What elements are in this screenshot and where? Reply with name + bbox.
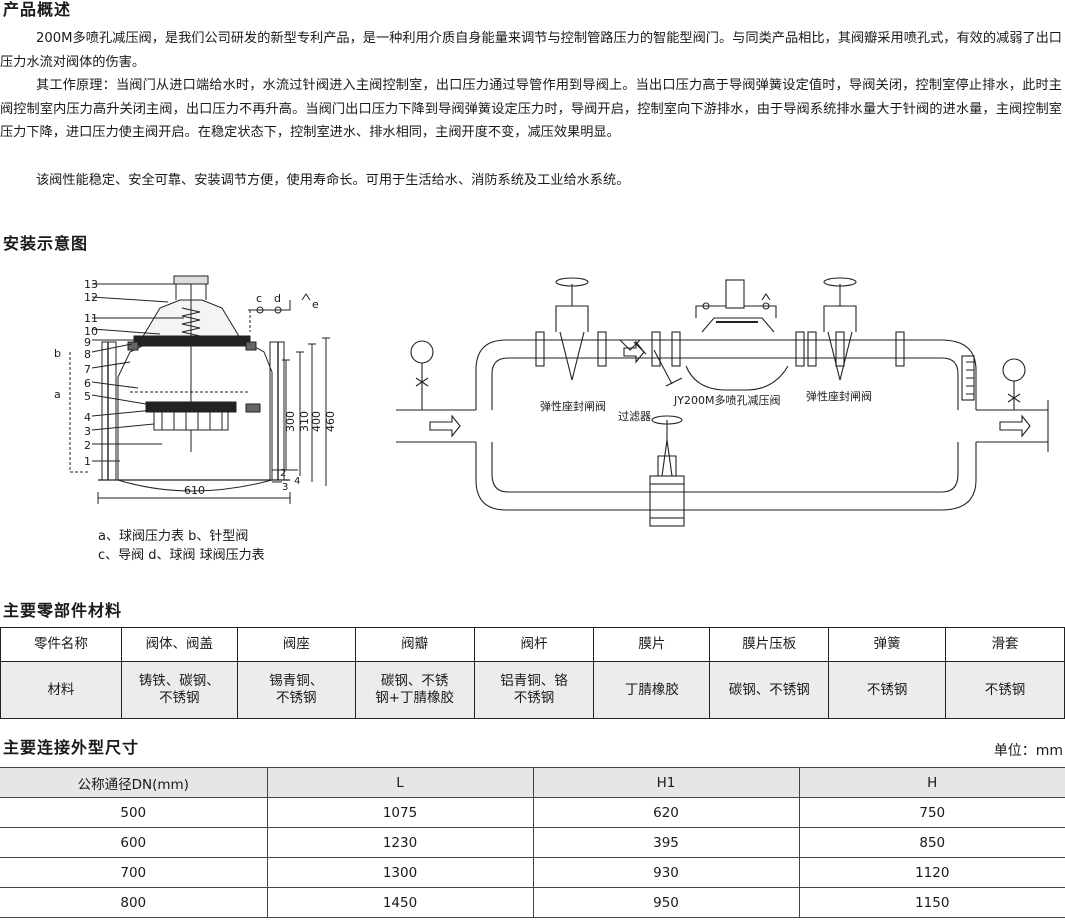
table-header-cell: 膜片压板 bbox=[709, 627, 830, 662]
part-number: 7 bbox=[84, 363, 91, 376]
legend-line: a、球阀压力表 b、针型阀 bbox=[98, 529, 249, 544]
materials-header-row: 零件名称 阀体、阀盖 阀座 阀瓣 阀杆 膜片 膜片压板 弹簧 滑套 bbox=[0, 627, 1065, 662]
part-number: 1 bbox=[84, 455, 91, 468]
part-number: 10 bbox=[84, 325, 98, 338]
dimensions-title: 主要连接外型尺寸 bbox=[3, 738, 140, 757]
table-header-cell: H bbox=[798, 767, 1065, 798]
part-number: 3 bbox=[84, 425, 91, 438]
table-cell: 1300 bbox=[266, 857, 533, 888]
part-number: 5 bbox=[84, 390, 91, 403]
table-header-cell: 膜片 bbox=[593, 627, 711, 662]
table-cell: 材料 bbox=[0, 661, 122, 719]
table-cell: 1120 bbox=[798, 857, 1065, 888]
table-cell: 1150 bbox=[798, 887, 1065, 918]
table-cell: 1450 bbox=[266, 887, 533, 918]
table-cell: 395 bbox=[532, 827, 799, 858]
table-cell: 600 bbox=[0, 827, 267, 858]
part-number: 9 bbox=[84, 336, 91, 349]
table-header-cell: 滑套 bbox=[945, 627, 1065, 662]
table-cell: 750 bbox=[798, 797, 1065, 828]
side-label-b: b bbox=[54, 347, 61, 360]
table-row: 500 1075 620 750 bbox=[0, 797, 1065, 828]
table-row: 600 1230 395 850 bbox=[0, 827, 1065, 858]
table-cell: 碳钢、不锈钢 bbox=[709, 661, 830, 719]
install-title: 安装示意图 bbox=[3, 234, 89, 253]
table-header-cell: H1 bbox=[532, 767, 799, 798]
gate-valve-right-label: 弹性座封闸阀 bbox=[806, 389, 872, 403]
materials-row: 材料 铸铁、碳钢、不锈钢 锡青铜、不锈钢 碳钢、不锈钢+丁腈橡胶 铝青铜、铬不锈… bbox=[0, 661, 1065, 719]
installation-piping-drawing: 弹性座封闸阀 过滤器 JY200M多喷孔减压阀 弹性座封闸阀 bbox=[396, 277, 1049, 527]
table-header-cell: 阀瓣 bbox=[354, 627, 475, 662]
dimensions-table: 公称通径DN(mm) L H1 H 500 1075 620 750 600 1… bbox=[0, 767, 1065, 918]
side-label-e: e bbox=[312, 298, 319, 311]
legend-line: c、导阀 d、球阀 球阀压力表 bbox=[98, 548, 265, 563]
table-header-cell: 阀体、阀盖 bbox=[120, 627, 238, 662]
materials-table: 零件名称 阀体、阀盖 阀座 阀瓣 阀杆 膜片 膜片压板 弹簧 滑套 材料 铸铁、… bbox=[0, 627, 1065, 719]
dimension-label: 460 bbox=[324, 411, 337, 432]
table-cell: 铝青铜、铬不锈钢 bbox=[473, 661, 595, 719]
side-label-d: d bbox=[274, 292, 281, 305]
table-cell: 1075 bbox=[266, 797, 533, 828]
part-number: 11 bbox=[84, 312, 98, 325]
table-header-cell: L bbox=[266, 767, 533, 798]
overview-title: 产品概述 bbox=[3, 0, 72, 19]
part-number: 6 bbox=[84, 377, 91, 390]
main-valve-label: JY200M多喷孔减压阀 bbox=[673, 393, 780, 407]
table-cell: 丁腈橡胶 bbox=[593, 661, 711, 719]
overview-paragraph-2: 其工作原理：当阀门从进口端给水时，水流过针阀进入主阀控制室，出口压力通过导管作用… bbox=[0, 78, 1062, 140]
dimension-label: 2 bbox=[280, 468, 286, 479]
table-cell: 930 bbox=[532, 857, 799, 888]
unit-label: 单位：mm bbox=[993, 743, 1063, 759]
dimension-label: 4 bbox=[294, 476, 300, 487]
table-header-cell: 阀座 bbox=[236, 627, 356, 662]
valve-legend: a、球阀压力表 b、针型阀 c、导阀 d、球阀 球阀压力表 bbox=[98, 527, 265, 565]
table-cell: 1230 bbox=[266, 827, 533, 858]
table-header-cell: 公称通径DN(mm) bbox=[0, 767, 267, 798]
table-cell: 700 bbox=[0, 857, 267, 888]
table-cell: 不锈钢 bbox=[945, 661, 1065, 719]
table-cell: 不锈钢 bbox=[828, 661, 947, 719]
table-cell: 500 bbox=[0, 797, 267, 828]
table-row: 700 1300 930 1120 bbox=[0, 857, 1065, 888]
valve-section-drawing: 13 12 11 10 9 8 7 6 5 4 3 2 1 b a c d e … bbox=[54, 275, 337, 504]
dimension-label: 400 bbox=[310, 411, 323, 432]
table-cell: 850 bbox=[798, 827, 1065, 858]
overview-paragraph-1: 200M多喷孔减压阀，是我们公司研发的新型专利产品，是一种利用介质自身能量来调节… bbox=[0, 31, 1062, 70]
dimension-label: 310 bbox=[298, 411, 311, 432]
table-row: 800 1450 950 1150 bbox=[0, 887, 1065, 918]
side-label-c: c bbox=[256, 292, 262, 305]
table-cell: 950 bbox=[532, 887, 799, 918]
width-dimension: 610 bbox=[184, 484, 205, 497]
table-cell: 锡青铜、不锈钢 bbox=[236, 661, 356, 719]
table-cell: 620 bbox=[532, 797, 799, 828]
table-cell: 800 bbox=[0, 887, 267, 918]
materials-title: 主要零部件材料 bbox=[3, 601, 123, 620]
part-number: 8 bbox=[84, 348, 91, 361]
dimension-label: 3 bbox=[282, 482, 288, 493]
part-number: 2 bbox=[84, 439, 91, 452]
side-label-a: a bbox=[54, 388, 61, 401]
filter-label: 过滤器 bbox=[618, 410, 651, 423]
table-header-cell: 零件名称 bbox=[0, 627, 122, 662]
table-header-cell: 弹簧 bbox=[828, 627, 947, 662]
table-header-cell: 阀杆 bbox=[473, 627, 595, 662]
part-number: 13 bbox=[84, 278, 98, 291]
dimension-label: 300 bbox=[284, 411, 297, 432]
gate-valve-left-label: 弹性座封闸阀 bbox=[540, 399, 606, 413]
overview-paragraph-3: 该阀性能稳定、安全可靠、安装调节方便，使用寿命长。可用于生活给水、消防系统及工业… bbox=[36, 173, 630, 188]
table-cell: 碳钢、不锈钢+丁腈橡胶 bbox=[354, 661, 475, 719]
part-number: 12 bbox=[84, 291, 98, 304]
part-number: 4 bbox=[84, 411, 91, 424]
dimensions-header-row: 公称通径DN(mm) L H1 H bbox=[0, 767, 1065, 798]
table-cell: 铸铁、碳钢、不锈钢 bbox=[120, 661, 238, 719]
